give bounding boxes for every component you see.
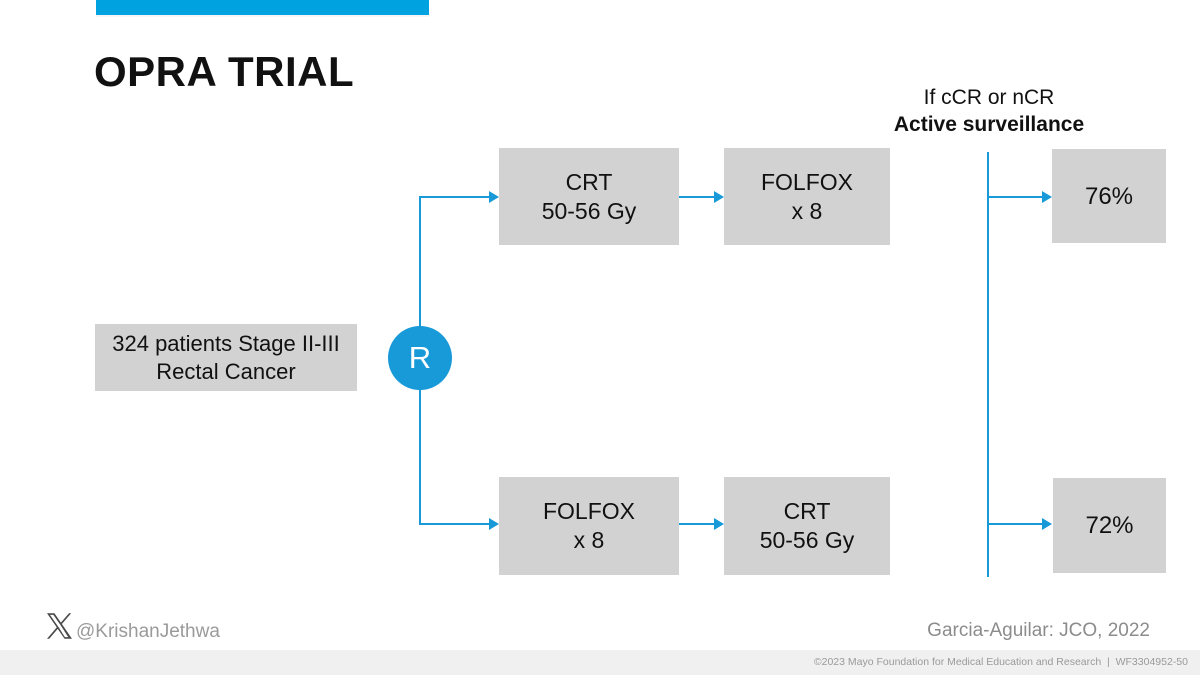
accent-top-bar (96, 0, 429, 15)
top-arm-outcome-box: 76% (1052, 149, 1166, 243)
bottom-arm-step2-line1: CRT (783, 498, 831, 524)
surveillance-note-line1: If cCR or nCR (923, 86, 1055, 109)
randomization-node: R (388, 326, 452, 390)
surveillance-note: If cCR or nCR Active surveillance (848, 84, 1130, 138)
bottom-arm-step1-box: FOLFOX x 8 (499, 477, 679, 575)
connector-top-outcome (987, 196, 1043, 198)
top-arm-step1-line2: 50-56 Gy (541, 197, 637, 224)
enrollment-box: 324 patients Stage II-III Rectal Cancer (95, 324, 357, 391)
bottom-arm-step2-line2: 50-56 Gy (759, 527, 855, 553)
arrowhead-icon (1042, 518, 1052, 530)
copyright-text: ©2023 Mayo Foundation for Medical Educat… (813, 656, 1188, 668)
arrowhead-icon (1042, 191, 1052, 203)
bottom-arm-outcome-box: 72% (1053, 478, 1166, 573)
connector-bottom-outcome (987, 523, 1043, 525)
top-arm-outcome-value: 76% (1084, 182, 1134, 210)
enrollment-line1: 324 patients Stage II-III (112, 330, 340, 356)
connector-bottom-arm-start (419, 523, 490, 525)
randomization-label: R (408, 340, 432, 375)
top-arm-step2-line2: x 8 (791, 197, 823, 224)
bottom-arm-step1-line2: x 8 (573, 527, 605, 553)
enrollment-line2: Rectal Cancer (156, 358, 296, 384)
bottom-arm-outcome-value: 72% (1085, 512, 1134, 539)
footer-strip: ©2023 Mayo Foundation for Medical Educat… (0, 650, 1200, 675)
citation: Garcia-Aguilar: JCO, 2022 (927, 620, 1150, 641)
connector-randomization-up (419, 196, 421, 327)
top-arm-step2-line1: FOLFOX (760, 168, 853, 195)
top-arm-step2-box: FOLFOX x 8 (724, 148, 890, 245)
social-handle: @KrishanJethwa (76, 621, 220, 642)
surveillance-note-line2: Active surveillance (893, 113, 1085, 136)
connector-randomization-down (419, 389, 421, 525)
bottom-arm-step1-line1: FOLFOX (542, 498, 635, 524)
arrowhead-icon (714, 518, 724, 530)
connector-bottom-arm-mid (678, 523, 715, 525)
arrowhead-icon (489, 518, 499, 530)
page-title: OPRA TRIAL (94, 48, 355, 95)
arrowhead-icon (489, 191, 499, 203)
arrowhead-icon (714, 191, 724, 203)
top-arm-step1-box: CRT 50-56 Gy (499, 148, 679, 245)
x-social-icon (47, 613, 72, 639)
connector-top-arm-mid (678, 196, 715, 198)
top-arm-step1-line1: CRT (565, 168, 613, 195)
surveillance-divider-line (987, 152, 989, 577)
bottom-arm-step2-box: CRT 50-56 Gy (724, 477, 890, 575)
connector-top-arm-start (419, 196, 490, 198)
